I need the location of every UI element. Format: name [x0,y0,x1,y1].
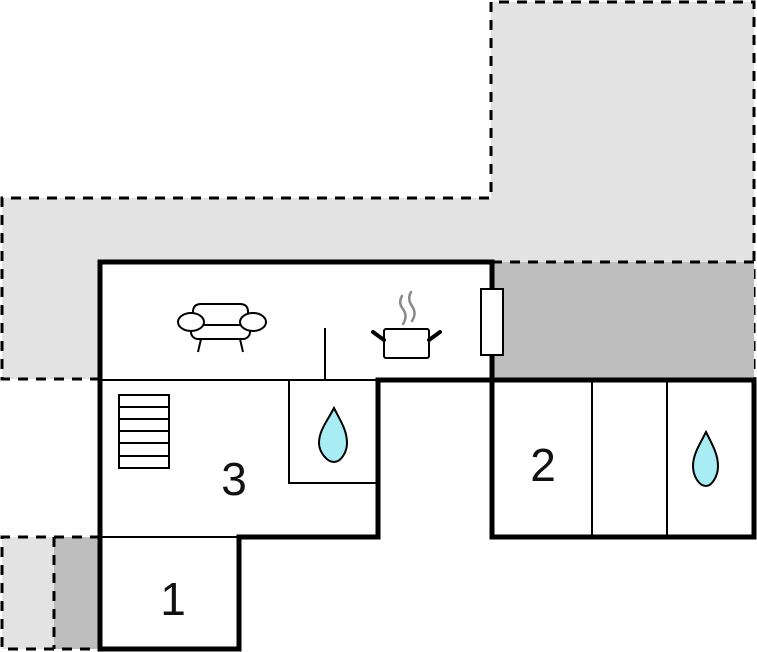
sofa-icon [177,303,267,353]
covered-terrace [492,260,754,380]
water-drop-icon [317,405,349,464]
water-drop-icon [691,429,720,488]
room-2-label: 2 [530,439,556,491]
room-1-label: 1 [160,573,186,625]
outdoor-terrace [0,0,756,381]
entry-terrace [0,535,100,651]
room-3-label: 3 [221,453,247,505]
cooking-pot-icon [371,290,442,359]
stairs-icon [118,394,170,469]
fireplace-icon [480,288,504,356]
